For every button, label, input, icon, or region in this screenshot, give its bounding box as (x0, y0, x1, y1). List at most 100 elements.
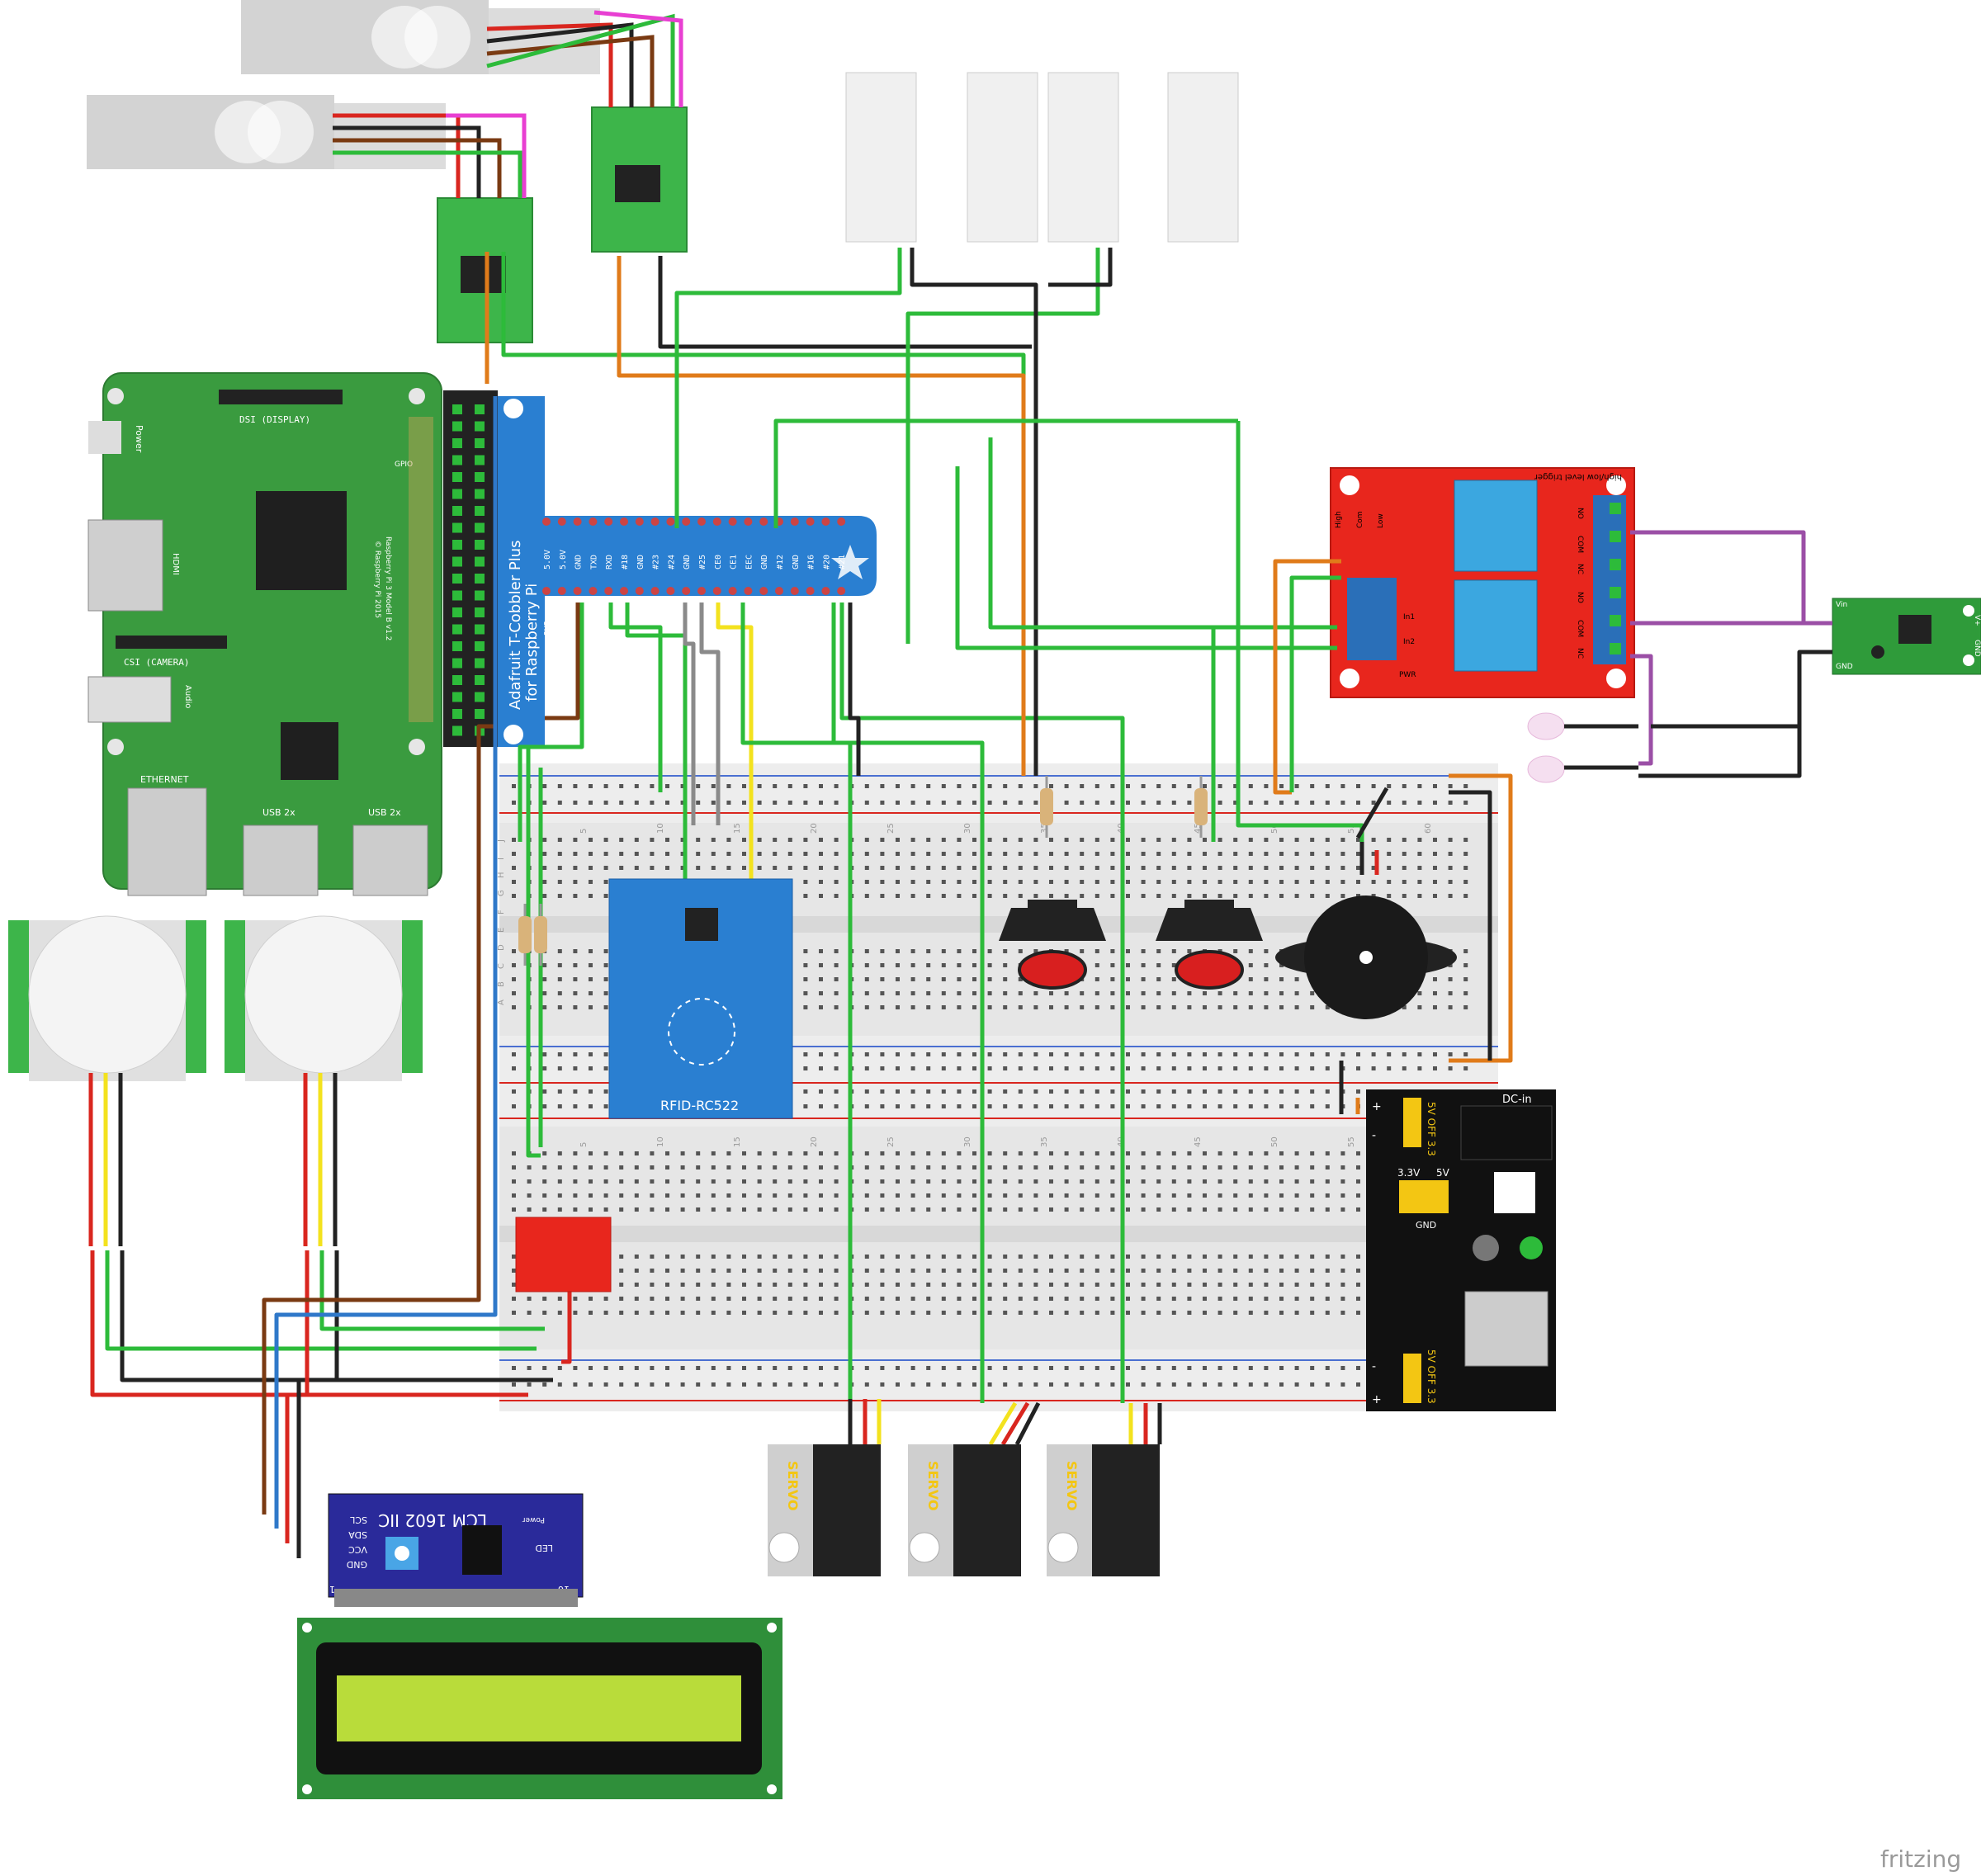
breadboard-hole (1049, 1089, 1053, 1094)
cobbler-top-pin-label: GND (792, 555, 801, 569)
breadboard-hole (1310, 1207, 1315, 1212)
breadboard-hole (957, 1366, 962, 1370)
breadboard-hole (1248, 880, 1253, 884)
breadboard-hole (1463, 784, 1468, 788)
breadboard-hole (1356, 1179, 1360, 1184)
breadboard-hole (896, 1052, 900, 1056)
ribbon-pin (475, 590, 485, 601)
breadboard-hole (1294, 894, 1299, 898)
breadboard-hole (1248, 1179, 1253, 1184)
breadboard-hole (742, 1382, 746, 1387)
breadboard-hole (512, 894, 516, 898)
cobbler-bottom-pin (744, 587, 753, 595)
breadboard-hole (972, 1311, 976, 1315)
cobbler-top-pin-label: GND (683, 555, 692, 569)
breadboard-hole (1126, 991, 1130, 995)
breadboard-col-number: 35 (1040, 823, 1049, 834)
breadboard-hole (1003, 838, 1008, 842)
breadboard-hole (1463, 894, 1468, 898)
breadboard-hole (1310, 838, 1315, 842)
breadboard-hole (1080, 1179, 1085, 1184)
breadboard-hole (1279, 1297, 1284, 1301)
converter-vin-label: Vin (1836, 601, 1847, 609)
breadboard-hole (619, 784, 624, 788)
breadboard-hole (896, 1207, 900, 1212)
breadboard-hole (1141, 1382, 1146, 1387)
breadboard-hole (1233, 1179, 1238, 1184)
breadboard-col-number: 10 (656, 823, 665, 834)
breadboard-hole (910, 1165, 915, 1170)
ribbon-pin (452, 522, 462, 533)
breadboard-hole (1203, 1283, 1207, 1287)
breadboard-hole (926, 1179, 931, 1184)
ribbon-pin (475, 709, 485, 719)
breadboard-hole (1433, 1005, 1437, 1009)
breadboard-hole (650, 1283, 655, 1287)
breadboard-col-number: 15 (733, 823, 742, 834)
breadboard-hole (787, 1297, 792, 1301)
breadboard-hole (1325, 1104, 1330, 1108)
breadboard-hole (711, 1165, 716, 1170)
breadboard-hole (987, 866, 992, 870)
breadboard-hole (603, 784, 608, 788)
breadboard-hole (512, 1255, 516, 1259)
breadboard-hole (1279, 1104, 1284, 1108)
breadboard-hole (819, 1366, 823, 1370)
breadboard-hole (1203, 866, 1207, 870)
breadboard-hole (1156, 1089, 1161, 1094)
breadboard-hole (1080, 1066, 1085, 1070)
breadboard-hole (1156, 1366, 1161, 1370)
converter-gnd-label: GND (1836, 663, 1853, 671)
breadboard-hole (1217, 991, 1222, 995)
breadboard-hole (1171, 1179, 1176, 1184)
breadboard-hole (1264, 1297, 1269, 1301)
breadboard-hole (910, 1382, 915, 1387)
breadboard-hole (880, 784, 885, 788)
breadboard-hole (1095, 852, 1099, 856)
breadboard-hole (1203, 1193, 1207, 1198)
cobbler-bottom-pin-label: 3V3 (543, 621, 552, 636)
breadboard-hole (864, 1052, 869, 1056)
breadboard-hole (1126, 1089, 1130, 1094)
breadboard-hole (896, 1193, 900, 1198)
breadboard-hole (1340, 1255, 1345, 1259)
breadboard-hole (896, 1283, 900, 1287)
cobbler-bottom-pin-label: #19 (807, 621, 816, 636)
breadboard-hole (1310, 1104, 1315, 1108)
breadboard-hole (1171, 1311, 1176, 1315)
cobbler-bottom-pin (666, 587, 675, 595)
breadboard-hole (1448, 963, 1453, 967)
gpio-label: GPIO (395, 461, 413, 469)
breadboard-hole (757, 1207, 762, 1212)
breadboard-hole (1294, 1151, 1299, 1155)
breadboard-hole (1340, 1207, 1345, 1212)
breadboard-hole (1217, 1066, 1222, 1070)
breadboard-hole (803, 894, 808, 898)
breadboard-hole (742, 852, 746, 856)
breadboard-hole (1171, 1005, 1176, 1009)
breadboard-hole (834, 852, 839, 856)
breadboard-hole (1003, 1089, 1008, 1094)
rfid-module: RFID-RC522 (608, 878, 793, 1119)
breadboard-hole (1126, 1179, 1130, 1184)
breadboard-hole (957, 880, 962, 884)
breadboard-hole (726, 1165, 731, 1170)
breadboard-hole (1080, 1005, 1085, 1009)
breadboard-hole (1203, 1052, 1207, 1056)
breadboard-col-number: 60 (1424, 823, 1433, 834)
breadboard-hole (987, 1104, 992, 1108)
breadboard-hole (1018, 1193, 1023, 1198)
breadboard-hole (1356, 894, 1360, 898)
ribbon-pin (452, 556, 462, 567)
breadboard-hole (542, 880, 547, 884)
breadboard-hole (573, 1382, 578, 1387)
raspberry-pi: DSI (DISPLAY) Power HDMI CSI (CAMERA) Au… (87, 372, 442, 896)
breadboard-hole (573, 1297, 578, 1301)
breadboard-hole (1049, 894, 1053, 898)
breadboard-col-number: 25 (886, 823, 896, 834)
breadboard-hole (941, 1255, 946, 1259)
breadboard-hole (1110, 1179, 1115, 1184)
breadboard-hole (1080, 866, 1085, 870)
cobbler-top-pin-label: #23 (652, 555, 661, 569)
breadboard-hole (1141, 1179, 1146, 1184)
